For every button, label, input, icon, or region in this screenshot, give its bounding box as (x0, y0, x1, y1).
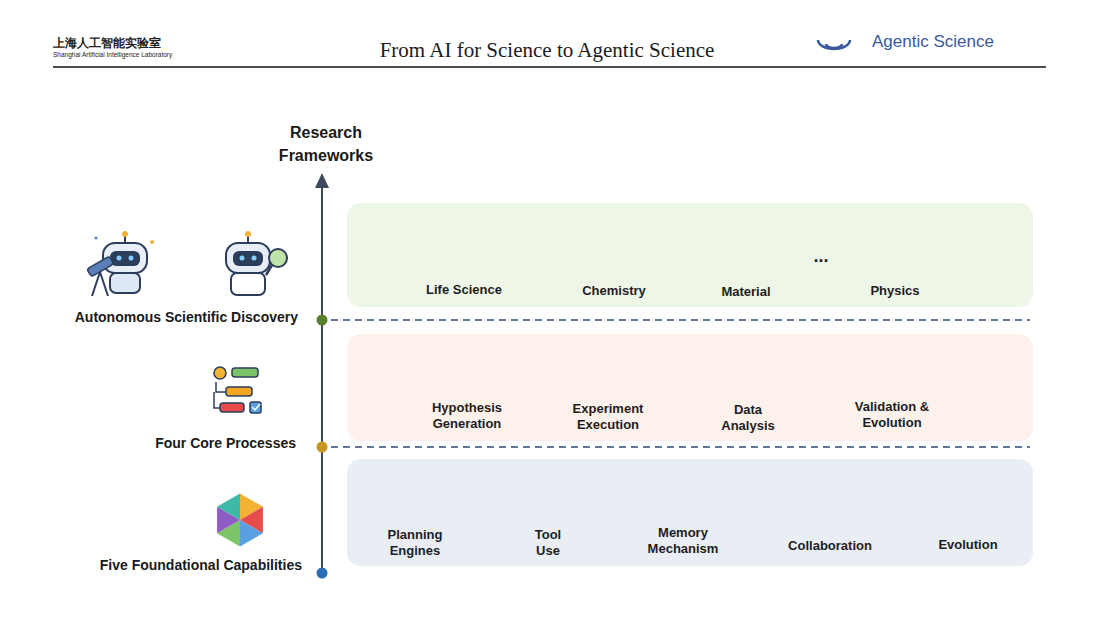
item-label: Memory Mechanism (640, 525, 726, 558)
axis-label: Research Frameworks (266, 121, 386, 167)
item-label: Tool Use (526, 527, 570, 560)
layer-band: Hypothesis Generation Experiment Executio… (347, 334, 1033, 441)
item-label: Material (691, 284, 801, 300)
layer-heading: Five Foundational Capabilities (40, 557, 302, 574)
layer-band: Planning Engines Tool Use Memory Mechanism… (347, 459, 1033, 566)
flowchart-icon (214, 367, 261, 413)
item-label: Collaboration (775, 538, 885, 554)
item-label: Chemistry (559, 283, 669, 299)
item-label: Data Analysis (713, 402, 783, 435)
item-label: Planning Engines (375, 527, 455, 560)
logo-mark (818, 40, 850, 49)
capability-hexagon (217, 493, 264, 547)
item-label: Evolution (918, 537, 1018, 553)
item-label: Experiment Execution (562, 401, 654, 434)
logo-subtext: Shanghai Artificial Intelligence Laborat… (53, 51, 253, 59)
robot-telescope (87, 231, 154, 296)
header-rule (53, 66, 1046, 68)
item-label: Validation & Evolution (846, 399, 938, 432)
layer-band: Life Science Chemistry Material... Physics (347, 203, 1033, 307)
logo-text: Agentic Science (872, 32, 1042, 52)
item-label: ... (801, 245, 841, 268)
item-label: Physics (840, 283, 950, 299)
layer-heading: Four Core Processes (40, 435, 296, 452)
page-title: From AI for Science to Agentic Science (300, 38, 794, 64)
layer-heading: Autonomous Scientific Discovery (40, 309, 298, 326)
item-label: Hypothesis Generation (421, 400, 513, 433)
item-label: Life Science (409, 282, 519, 298)
logo-text: 上海人工智能实验室 (53, 36, 203, 50)
robot-scientist (226, 231, 287, 295)
